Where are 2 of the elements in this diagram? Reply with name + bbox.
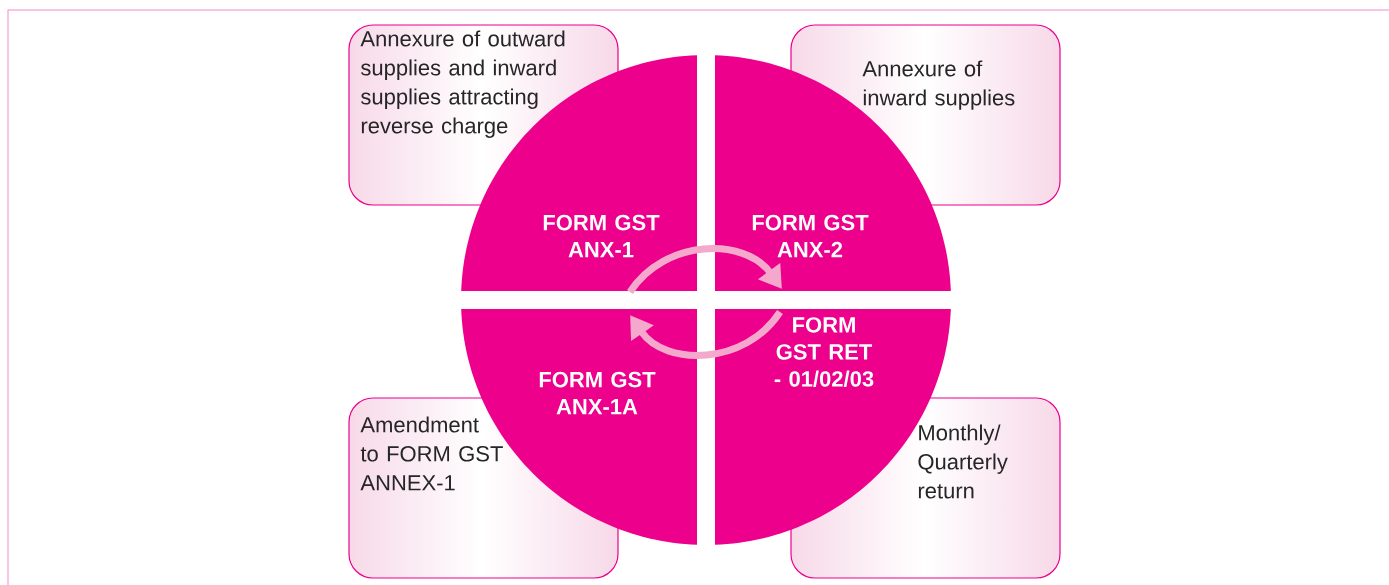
curved-arrow (630, 309, 783, 359)
curved-arrow (627, 245, 782, 295)
